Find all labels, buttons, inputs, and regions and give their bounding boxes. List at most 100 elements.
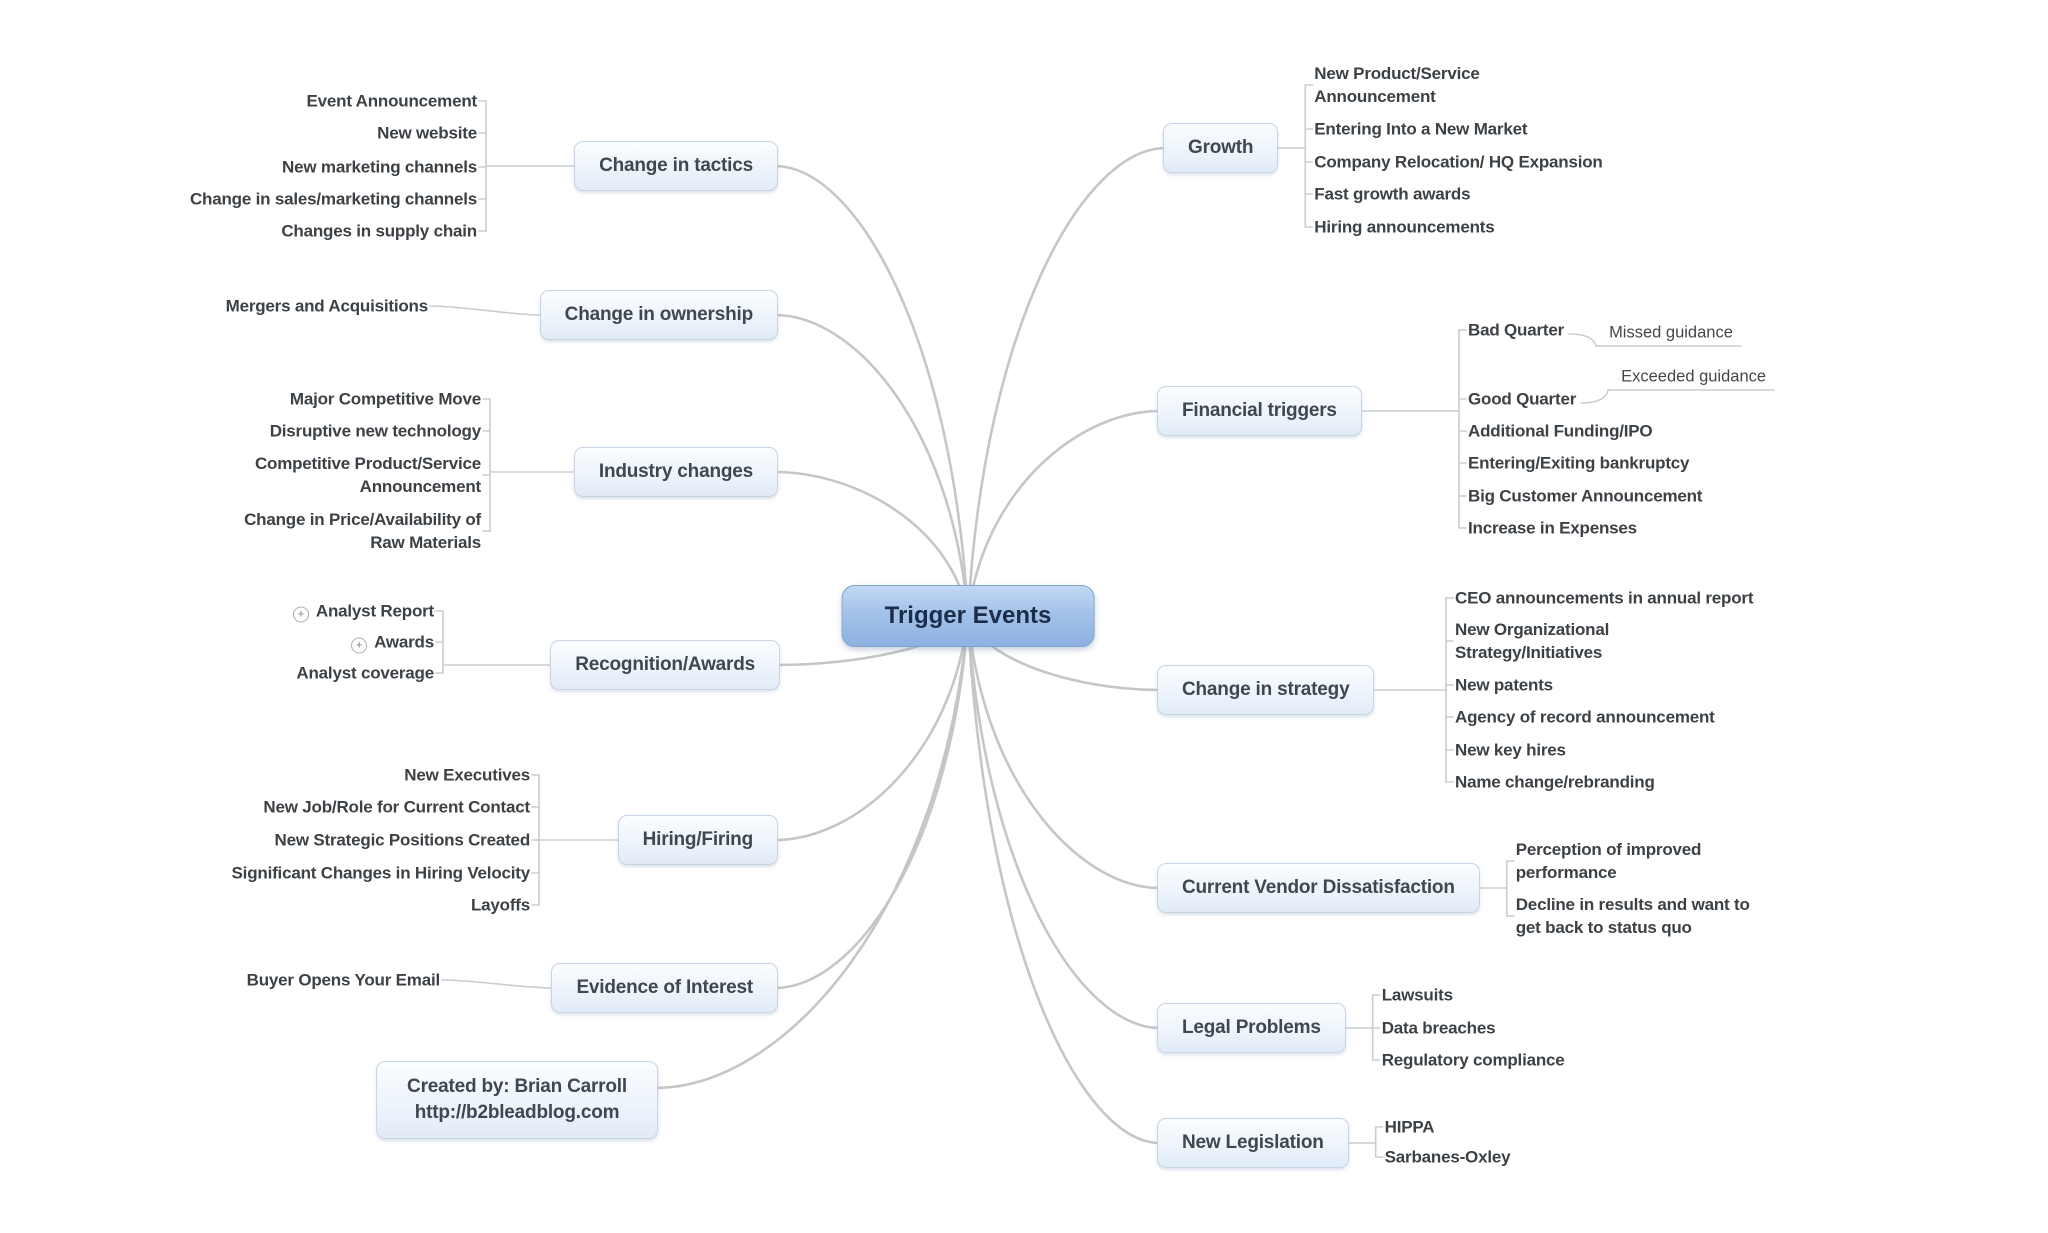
child-topic[interactable]: Changes in supply chain [281,220,477,243]
child-topic[interactable]: Buyer Opens Your Email [247,969,441,992]
child-line: New Job/Role for Current Contact [263,796,530,819]
child-topic[interactable]: Increase in Expenses [1468,517,1637,540]
child-line: Changes in supply chain [281,220,477,243]
child-line: Decline in results and want to [1516,893,1750,916]
child-topic[interactable]: Major Competitive Move [290,388,481,411]
connector-line [966,614,1162,1145]
child-label: Mergers and Acquisitions [225,296,429,316]
child-topic[interactable]: New Executives [404,764,530,787]
child-line: Agency of record announcement [1455,706,1715,729]
child-label: Raw Materials [370,533,481,552]
child-label: Analyst coverage [296,663,434,683]
child-topic[interactable]: New Job/Role for Current Contact [263,796,530,819]
child-label: New Organizational [1455,620,1610,639]
child-label: Significant Changes in Hiring Velocity [231,863,531,883]
child-label: Entering Into a New Market [1314,119,1528,139]
branch-node-evidence-of-interest[interactable]: Evidence of Interest [551,963,778,1013]
child-topic[interactable]: Big Customer Announcement [1468,485,1702,508]
branch-node-new-legislation[interactable]: New Legislation [1157,1118,1349,1168]
child-label: performance [1515,863,1617,882]
child-topic[interactable]: Lawsuits [1382,984,1453,1007]
child-topic[interactable]: New patents [1455,674,1553,697]
child-line: +Awards [351,631,434,654]
branch-node-change-in-ownership[interactable]: Change in ownership [539,290,778,340]
child-topic[interactable]: Name change/rebranding [1455,771,1655,794]
child-topic[interactable]: Sarbanes-Oxley [1385,1146,1511,1169]
child-label: Strategy/Initiatives [1455,643,1603,662]
branch-label: Change in ownership [564,304,754,325]
child-line: Lawsuits [1382,984,1453,1007]
branch-label: Change in strategy [1182,679,1350,700]
sub-topic[interactable]: Exceeded guidance [1621,368,1766,387]
child-topic[interactable]: Analyst coverage [296,662,434,685]
child-topic[interactable]: Significant Changes in Hiring Velocity [231,862,531,885]
child-topic[interactable]: Layoffs [471,894,530,917]
branch-label: Legal Problems [1182,1017,1321,1038]
child-line: Increase in Expenses [1468,517,1637,540]
child-topic[interactable]: +Awards [351,631,434,654]
branch-node-change-in-strategy[interactable]: Change in strategy [1157,665,1375,715]
child-topic[interactable]: Change in sales/marketing channels [190,188,477,211]
branch-node-change-in-tactics[interactable]: Change in tactics [574,141,778,191]
child-label: New Job/Role for Current Contact [263,797,530,817]
child-topic[interactable]: Hiring announcements [1314,216,1494,239]
child-topic[interactable]: HIPPA [1385,1116,1435,1139]
child-topic[interactable]: Bad Quarter [1468,319,1564,342]
child-topic[interactable]: New marketing channels [282,156,477,179]
child-topic[interactable]: Mergers and Acquisitions [225,295,429,318]
child-line: Announcement [255,475,482,498]
child-topic[interactable]: +Analyst Report [292,600,434,623]
sub-topic[interactable]: Missed guidance [1609,324,1733,343]
child-topic[interactable]: New website [377,122,477,145]
child-label: Decline in results and want to [1515,895,1750,914]
child-line: Regulatory compliance [1382,1049,1565,1072]
branch-label: Evidence of Interest [576,977,753,998]
child-topic[interactable]: Additional Funding/IPO [1468,420,1653,443]
connector-line [773,313,970,618]
child-line: Change in Price/Availability of [244,508,481,531]
child-topic[interactable]: Data breaches [1382,1017,1496,1040]
child-topic[interactable]: Fast growth awards [1314,183,1470,206]
child-topic[interactable]: Perception of improved performance [1515,838,1702,884]
center-topic[interactable]: Trigger Events [841,585,1095,647]
branch-node-financial-triggers[interactable]: Financial triggers [1157,386,1362,436]
connector-line [1580,389,1609,404]
child-label: Disruptive new technology [269,421,482,441]
child-label: New Strategic Positions Created [274,830,531,850]
child-topic[interactable]: Entering/Exiting bankruptcy [1468,452,1689,475]
branch-node-hiring-firing[interactable]: Hiring/Firing [617,815,778,865]
child-topic[interactable]: Change in Price/Availability of Raw Mater… [244,508,481,554]
branch-node-legal-problems[interactable]: Legal Problems [1157,1003,1346,1053]
branch-node-industry-changes[interactable]: Industry changes [573,447,778,497]
connector-line [773,164,970,618]
creator-topic[interactable]: Created by: Brian Carroll http://b2blead… [376,1061,658,1139]
connector-line [1568,333,1597,347]
expand-icon[interactable]: + [292,606,309,623]
child-line: Strategy/Initiatives [1455,641,1609,664]
branch-node-current-vendor-dissatisfaction[interactable]: Current Vendor Dissatisfaction [1157,863,1480,913]
child-line: Additional Funding/IPO [1468,420,1653,443]
child-topic[interactable]: Good Quarter [1468,388,1576,411]
branch-node-growth[interactable]: Growth [1163,123,1279,173]
child-topic[interactable]: Entering Into a New Market [1314,118,1527,141]
child-label: Event Announcement [306,91,477,111]
child-topic[interactable]: CEO announcements in annual report [1455,587,1753,610]
child-line: Data breaches [1382,1017,1496,1040]
branch-label: New Legislation [1182,1132,1324,1153]
child-topic[interactable]: Regulatory compliance [1382,1049,1565,1072]
branch-label: Current Vendor Dissatisfaction [1182,877,1455,898]
child-topic[interactable]: New Strategic Positions Created [274,829,531,852]
child-topic[interactable]: New key hires [1455,739,1566,762]
child-line: Perception of improved [1516,838,1702,861]
child-topic[interactable]: Disruptive new technology [269,420,482,443]
child-topic[interactable]: Event Announcement [306,90,477,113]
child-topic[interactable]: Agency of record announcement [1455,706,1715,729]
child-label: New marketing channels [282,157,477,177]
branch-node-recognition-awards[interactable]: Recognition/Awards [550,640,780,690]
child-topic[interactable]: Company Relocation/ HQ Expansion [1314,151,1603,174]
expand-icon[interactable]: + [351,637,368,654]
